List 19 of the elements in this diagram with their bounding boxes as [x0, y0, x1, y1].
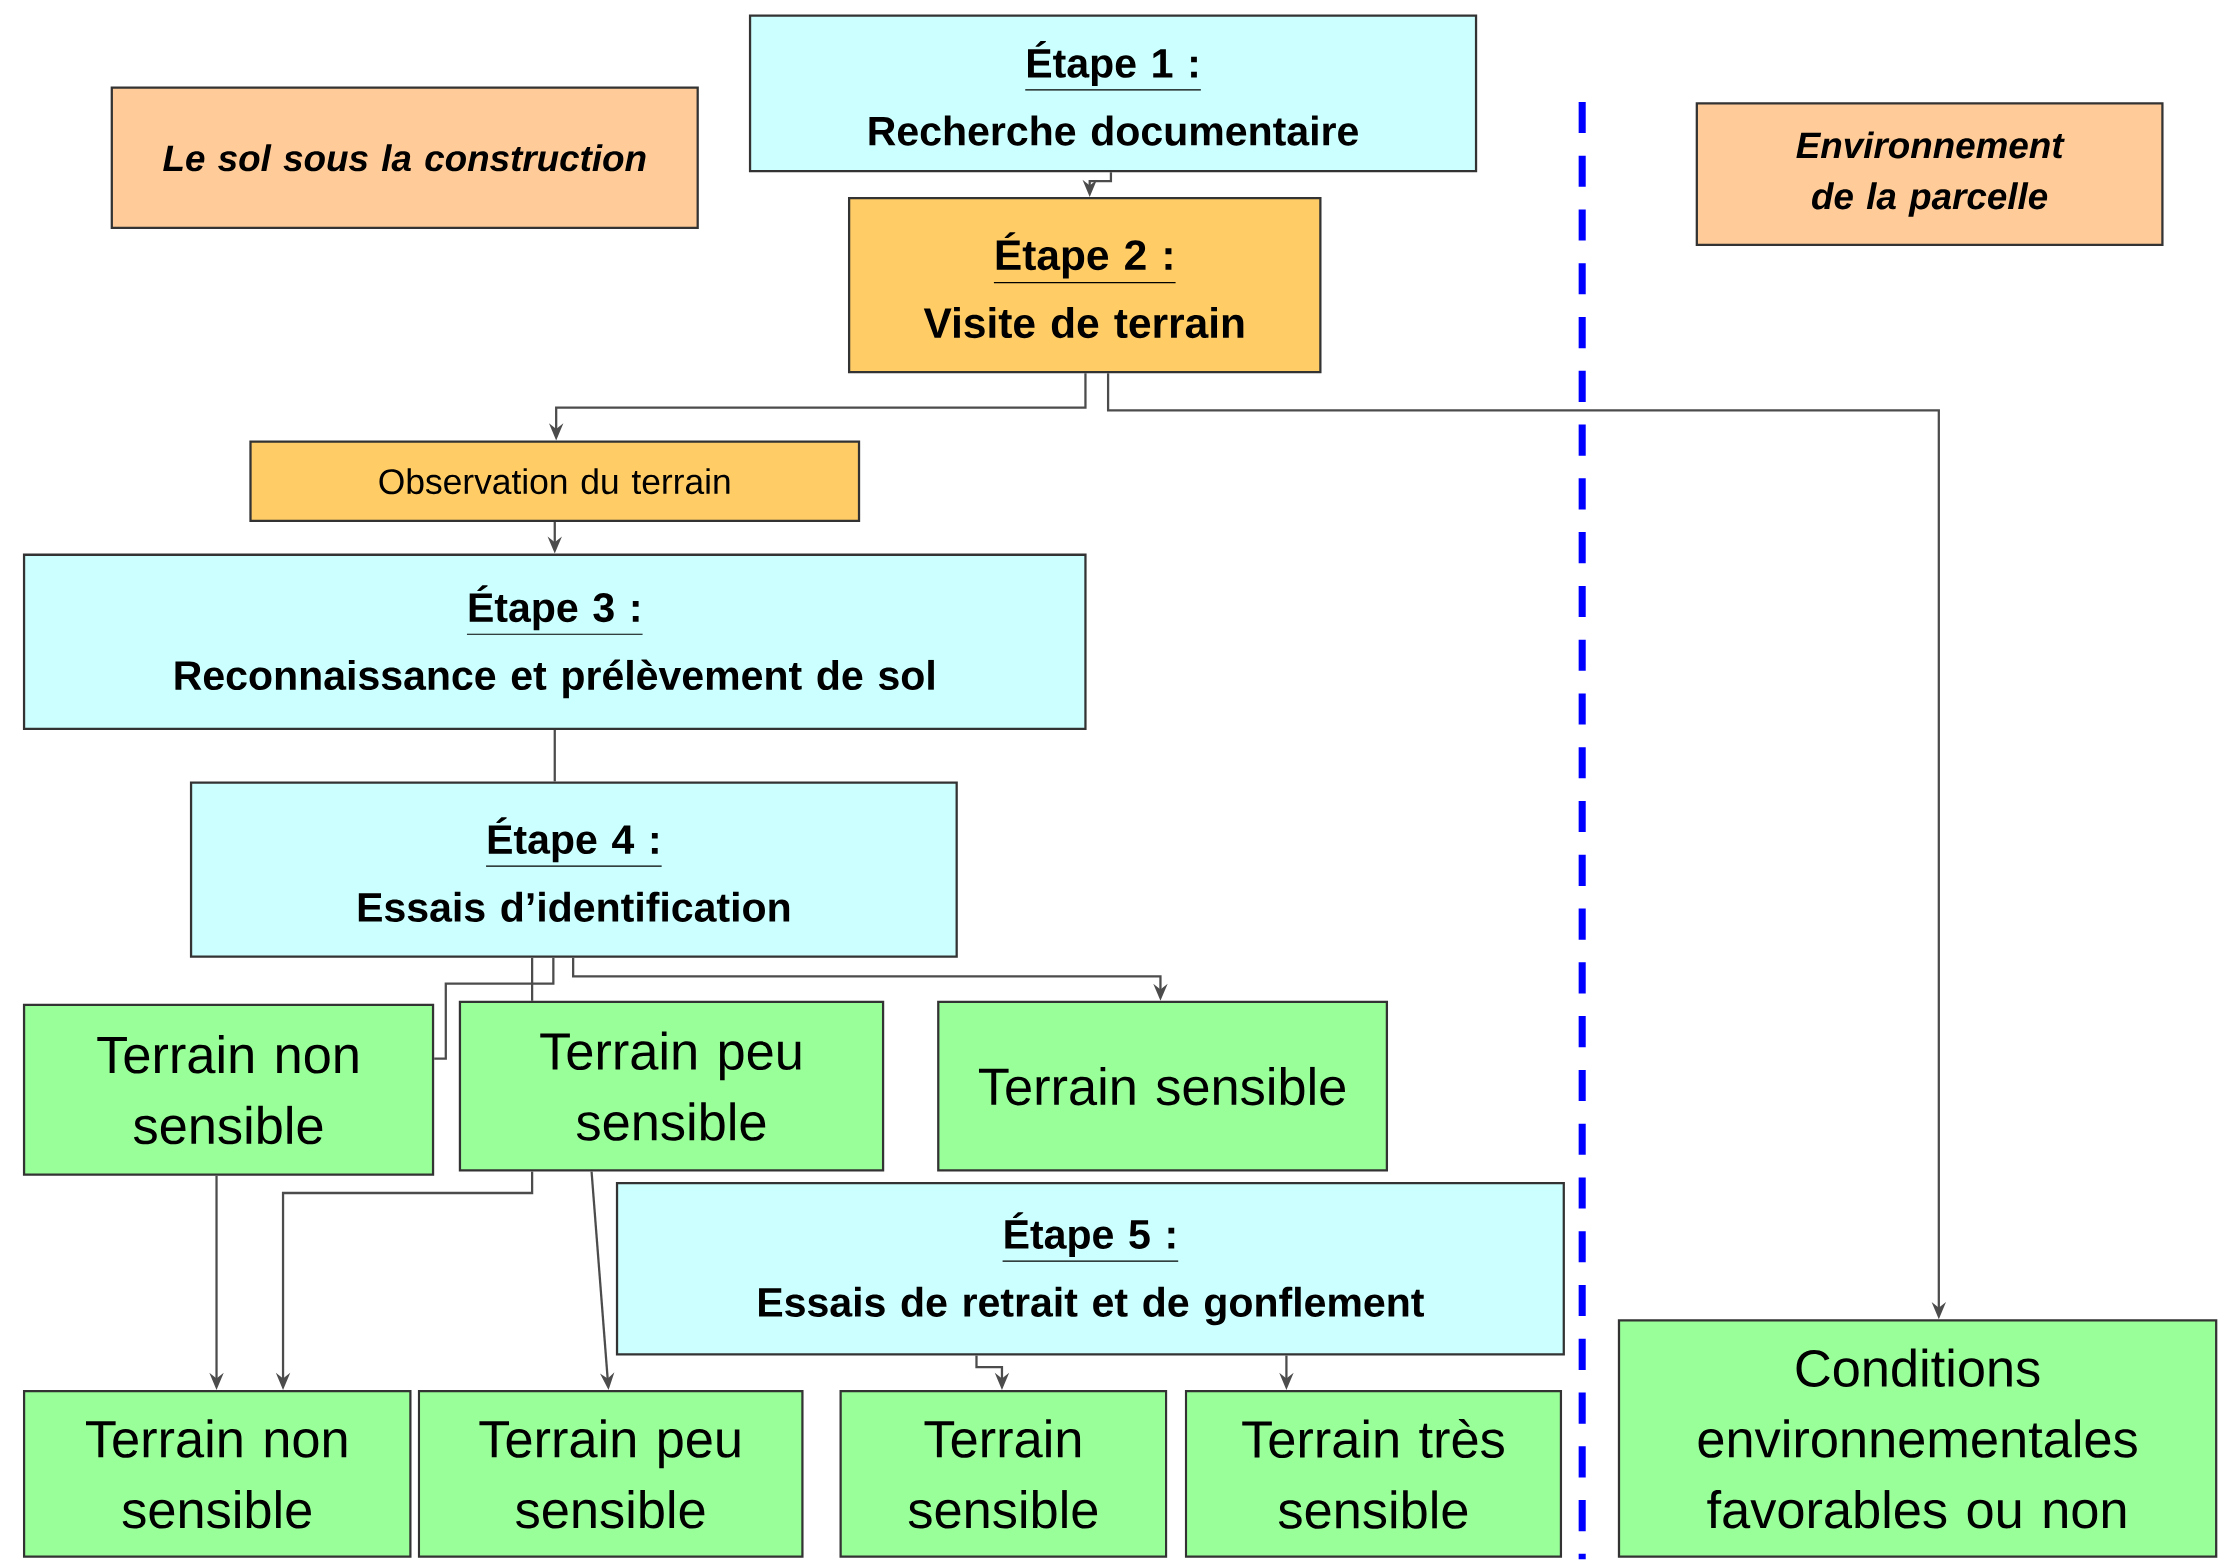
result-box: Conditions environnementales favorables ou non: [1617, 1319, 2218, 1559]
result-box: Terrain peu sensible: [417, 1390, 804, 1559]
connector-line: [434, 958, 555, 1060]
step-box: Étape 4 : Essais d’identification: [189, 781, 958, 959]
connector-line: [553, 730, 556, 782]
connector-line: [531, 958, 534, 1002]
title-box: Le sol sous la construction: [110, 86, 699, 230]
step-box: Étape 2 : Visite de terrain: [848, 197, 1322, 374]
result-box: Terrain sensible: [937, 1001, 1389, 1172]
step-box: Étape 5 : Essais de retrait et de gonflement: [615, 1182, 1565, 1356]
result-box: Terrain non sensible: [22, 1390, 412, 1559]
result-box: Terrain très sensible: [1184, 1390, 1563, 1559]
step-box: Étape 3 : Reconnaissance et prélèvement de sol: [22, 553, 1087, 731]
title-box: Environnement de la parcelle: [1695, 102, 2164, 247]
step-box: Étape 1 : Recherche documentaire: [748, 14, 1478, 173]
process-box: Observation du terrain: [249, 440, 861, 523]
result-box: Terrain non sensible: [22, 1003, 435, 1176]
result-box: Terrain sensible: [839, 1390, 1168, 1559]
result-box: Terrain peu sensible: [458, 1001, 885, 1172]
